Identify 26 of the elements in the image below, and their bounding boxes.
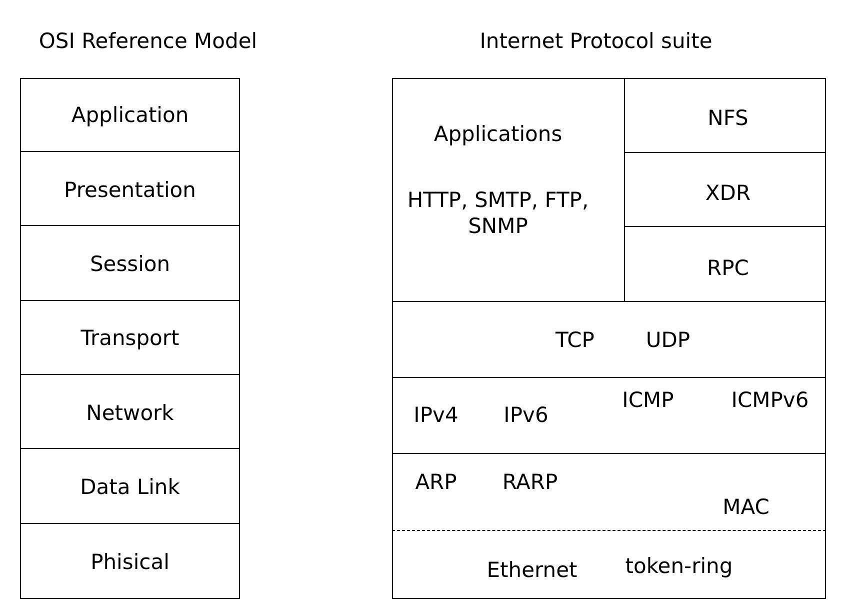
layer-label: ICMP [622, 386, 674, 414]
layer-label: IPv4 [414, 402, 458, 428]
layer-label: Transport [80, 325, 180, 352]
layer-label: ARP [415, 468, 457, 496]
layer-label: Presentation [64, 176, 196, 203]
layer-label: MAC [722, 494, 770, 520]
layer-label: Phisical [90, 548, 170, 575]
layer-box [392, 78, 624, 302]
layer-label: Application [71, 102, 189, 128]
layer-label: token-ring [625, 552, 733, 580]
column-title: OSI Reference Model [38, 28, 258, 54]
layer-label: IPv6 [504, 402, 548, 428]
layer-label: Ethernet [486, 556, 578, 584]
layer-label: TCP [556, 326, 594, 354]
layer-label: RARP [502, 468, 558, 496]
layer-label: Applications [434, 120, 562, 148]
layer-label: Session [90, 250, 170, 278]
layer-label: NFS [708, 104, 748, 132]
layer-label: UDP [646, 326, 690, 354]
layer-label: HTTP, SMTP, FTP, SNMP [406, 186, 590, 240]
layer-label: Network [86, 400, 174, 426]
column-title: Internet Protocol suite [480, 28, 712, 54]
layer-label: Data Link [80, 474, 180, 500]
layer-label: ICMPv6 [731, 386, 809, 414]
layer-label: RPC [707, 254, 749, 282]
layer-label: XDR [705, 180, 751, 206]
